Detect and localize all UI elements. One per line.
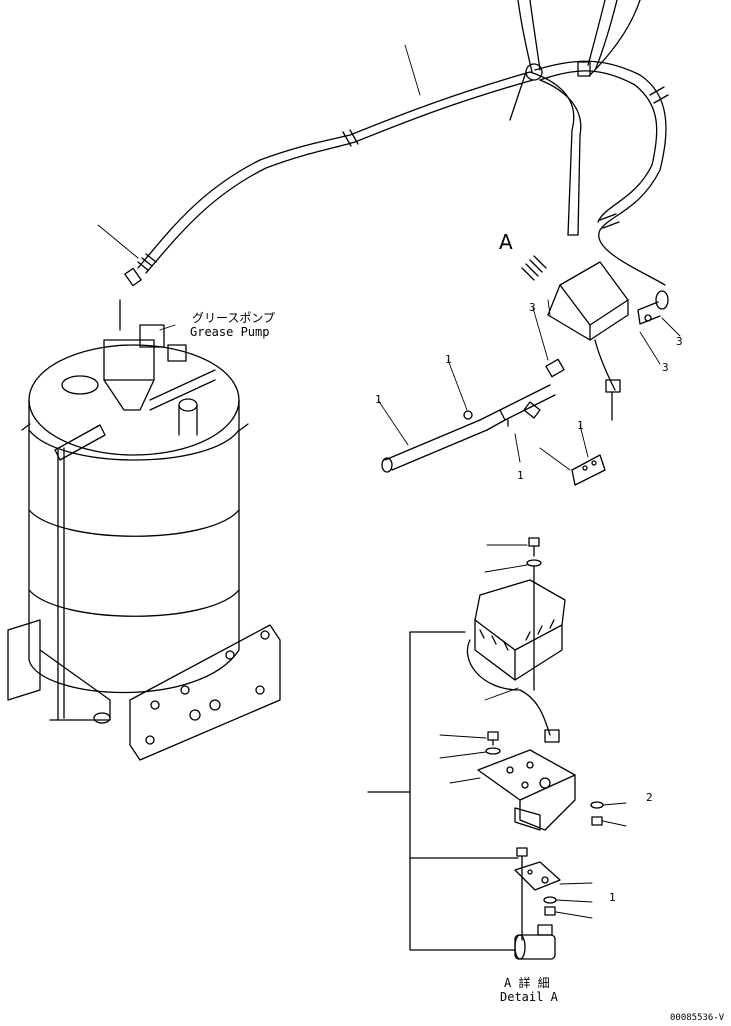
tank-bracket [7, 619, 281, 761]
grease-pump-label-jp: グリースポンプ [192, 311, 276, 325]
callout-1a: 1 [375, 393, 382, 406]
center-clamp [509, 63, 543, 121]
callout-3c: 3 [662, 361, 669, 374]
branch-hoses [517, 0, 669, 286]
detail-solenoid [514, 924, 556, 960]
callout-1c: 1 [517, 469, 524, 482]
callout-1b: 1 [445, 353, 452, 366]
callout-2: 2 [646, 791, 653, 804]
controller-box-small [547, 261, 629, 421]
drawing-number: 00085536-V [670, 1013, 725, 1023]
callout-3b: 3 [676, 335, 683, 348]
view-a-label: A [499, 230, 513, 254]
detail-a-label-jp: A 詳 細 [504, 976, 550, 990]
detail-mounting-plate [477, 749, 576, 831]
grease-tank [21, 344, 249, 694]
view-a-arrow [521, 255, 547, 281]
detail-bracket-lines [367, 631, 519, 951]
small-bracket [571, 454, 606, 486]
grease-pump-label-en: Grease Pump [190, 325, 270, 339]
callout-3a: 3 [529, 301, 536, 314]
detail-controller-box [466, 579, 566, 743]
detail-small-plate [514, 861, 561, 941]
detail-a-label-en: Detail A [500, 990, 558, 1004]
nozzle-hose [381, 384, 556, 473]
callout-1d: 1 [577, 419, 584, 432]
hose-connector-fittings [124, 129, 359, 287]
pump-unit [103, 299, 216, 436]
leader-lines [97, 44, 681, 919]
fitting-parts [463, 290, 669, 427]
tank-strap [54, 424, 106, 721]
grease-hose-main [137, 71, 534, 274]
callout-1e: 1 [609, 891, 616, 904]
